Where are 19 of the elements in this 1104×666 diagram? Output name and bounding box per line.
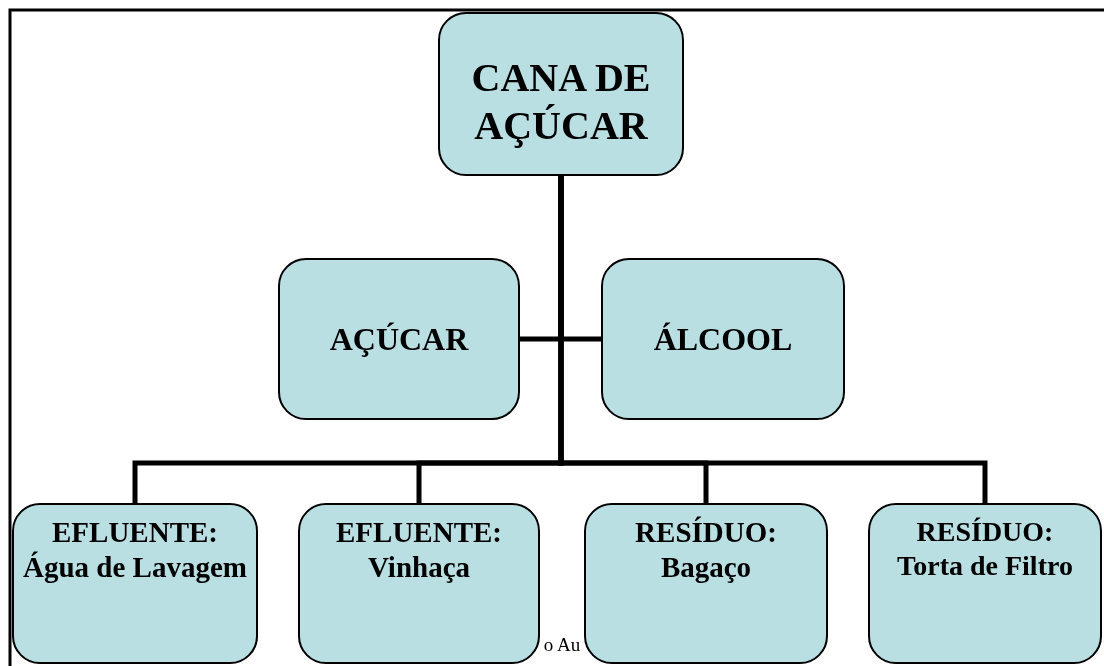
box-label: Vinhaça	[367, 549, 471, 585]
box-label: CANA DE AÇÚCAR	[470, 53, 652, 150]
rounded-box	[868, 503, 1102, 664]
box-heading: RESÍDUO:	[916, 515, 1054, 549]
box-heading: EFLUENTE:	[52, 515, 218, 550]
box-heading: EFLUENTE:	[336, 515, 502, 550]
box-label: AÇÚCAR	[329, 319, 469, 359]
rounded-box	[278, 258, 520, 420]
rounded-box	[12, 503, 258, 664]
rounded-box	[298, 503, 540, 664]
box-label: Torta de Filtro	[897, 548, 1073, 583]
box-label: Água de Lavagem	[23, 549, 247, 585]
box-label: Bagaço	[660, 549, 752, 585]
box-heading: RESÍDUO:	[635, 515, 777, 550]
box-label: ÁLCOOL	[653, 319, 793, 359]
rounded-box	[601, 258, 845, 420]
note-text: o Au	[542, 634, 582, 656]
rounded-box	[584, 503, 828, 664]
rounded-box	[438, 12, 684, 176]
